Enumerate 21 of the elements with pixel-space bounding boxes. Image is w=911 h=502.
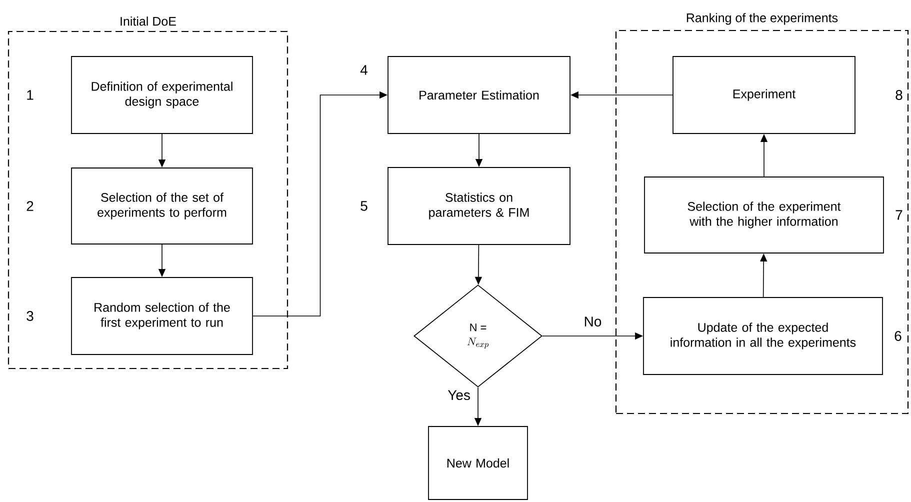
edge-label: No	[584, 316, 602, 326]
step-number: 3	[26, 311, 34, 321]
step-number: 5	[360, 201, 368, 211]
step-number: 4	[360, 65, 368, 75]
process-box: Statistics on parameters & FIM	[388, 167, 570, 245]
step-number: 7	[896, 210, 902, 220]
step-number: 1	[27, 90, 34, 100]
process-box: New Model	[428, 426, 528, 500]
process-box: Experiment	[672, 56, 856, 134]
edge-label: Yes	[448, 390, 470, 400]
node-label: Ranking of the experiments	[686, 13, 838, 25]
process-box: Selection of the experiment with the higher information	[644, 176, 884, 254]
process-box: Random selection of the first experiment to run	[71, 277, 253, 355]
step-number: 6	[894, 331, 902, 341]
step-number: 2	[26, 201, 34, 211]
process-box: Update of the expected information in all the experiments	[643, 297, 883, 375]
process-box: Definition of experimental design space	[71, 56, 253, 134]
process-box: Parameter Estimation	[388, 56, 570, 134]
node-label: Initial DoE	[120, 16, 176, 26]
process-box: Selection of the set of experiments to perform	[71, 168, 253, 244]
step-number: 8	[896, 90, 902, 100]
